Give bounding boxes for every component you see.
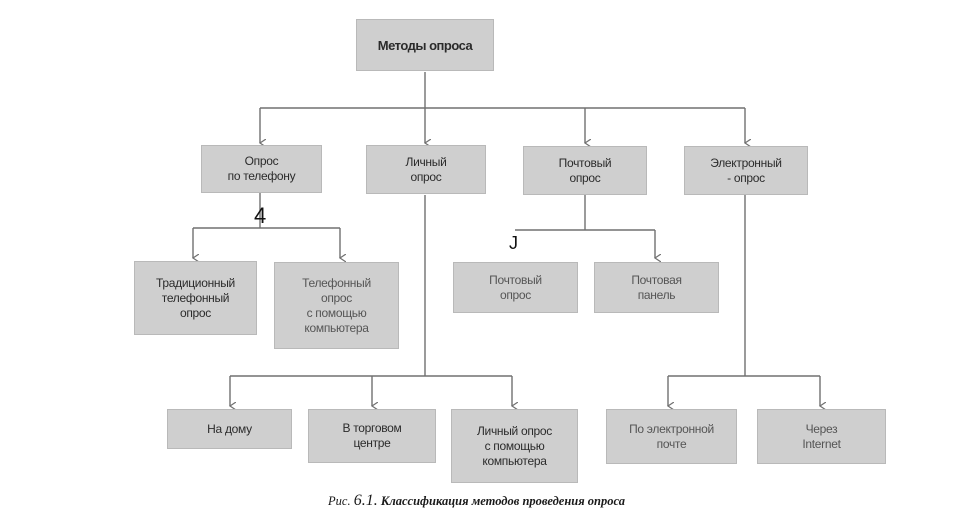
node-label: В торговом центре (342, 421, 402, 450)
node-label: Электронный - опрос (710, 155, 782, 185)
node-label: Телефонный опрос с помощью компьютера (302, 275, 371, 335)
node-label: Почтовая панель (631, 272, 682, 302)
stray-mark-j: J (509, 233, 518, 253)
node-survey-methods: Методы опроса (356, 19, 494, 71)
caption-text: Классификация методов проведения опроса (380, 494, 625, 508)
caption-number: 6.1. (353, 492, 378, 509)
node-label: Почтовый опрос (489, 272, 542, 302)
node-email: По электронной почте (606, 409, 737, 464)
node-electronic-survey: Электронный - опрос (684, 146, 808, 195)
node-label: Личный опрос (405, 154, 447, 184)
node-mail-survey: Почтовый опрос (523, 146, 647, 195)
node-label: Опрос по телефону (227, 154, 296, 183)
node-computer-phone: Телефонный опрос с помощью компьютера (274, 262, 399, 349)
node-at-home: На дому (167, 409, 292, 449)
node-label: Методы опроса (377, 37, 473, 53)
node-internet: Через Internet (757, 409, 886, 464)
node-phone-survey: Опрос по телефону (201, 145, 322, 193)
node-label: На дому (207, 421, 252, 436)
caption-prefix: Рис. (328, 494, 351, 508)
node-label: По электронной почте (629, 421, 714, 451)
node-label: Личный опрос с помощью компьютера (476, 423, 553, 468)
node-mall: В торговом центре (308, 409, 436, 463)
node-postal-survey: Почтовый опрос (453, 262, 578, 313)
figure-caption: Рис. 6.1. Классификация методов проведен… (0, 492, 953, 510)
node-label: Традиционный телефонный опрос (156, 275, 235, 320)
node-personal-survey: Личный опрос (366, 145, 486, 194)
node-computer-personal: Личный опрос с помощью компьютера (451, 409, 578, 483)
node-traditional-phone: Традиционный телефонный опрос (134, 261, 257, 335)
node-postal-panel: Почтовая панель (594, 262, 719, 313)
node-label: Через Internet (802, 421, 841, 451)
stray-mark-4: 4 (254, 203, 267, 228)
node-label: Почтовый опрос (558, 155, 612, 185)
